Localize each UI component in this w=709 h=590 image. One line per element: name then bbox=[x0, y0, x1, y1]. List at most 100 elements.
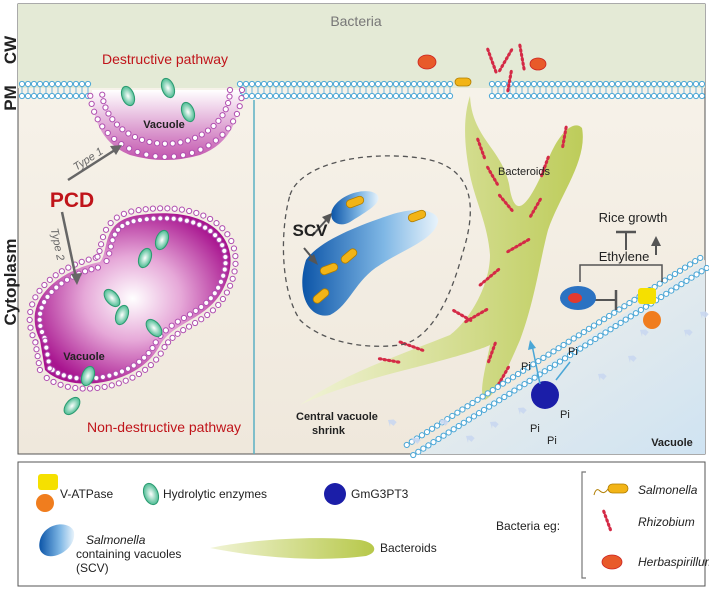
lipid-head bbox=[215, 301, 222, 309]
lipid-head bbox=[45, 358, 52, 365]
pi-label-5: Pi bbox=[547, 435, 557, 447]
lipid-head bbox=[157, 205, 164, 212]
lipid-head bbox=[58, 268, 65, 275]
lipid-head bbox=[157, 350, 164, 357]
lipid-head bbox=[484, 390, 491, 397]
legend-hydrolytic: Hydrolytic enzymes bbox=[142, 482, 267, 506]
shrink-arrow-icon bbox=[700, 311, 709, 319]
lipid-head bbox=[42, 337, 49, 344]
pcd-label: PCD bbox=[50, 189, 94, 212]
vacuole-right-label: Vacuole bbox=[651, 437, 693, 449]
rhizobium-cell bbox=[563, 130, 567, 135]
lipid-head bbox=[24, 80, 32, 88]
gmg3pt3-icon bbox=[324, 483, 346, 505]
lipid-head bbox=[512, 80, 520, 88]
rhizobium-cell bbox=[507, 83, 511, 88]
pi-label-3: Pi bbox=[560, 409, 570, 421]
lipid-head bbox=[135, 370, 143, 378]
rhizobium-cell bbox=[562, 138, 566, 144]
lipid-head bbox=[356, 80, 364, 88]
rhizobium-cell bbox=[472, 314, 477, 319]
rhizobium-cell bbox=[486, 47, 490, 53]
legend-gmg3pt3-label: GmG3PT3 bbox=[351, 487, 409, 501]
lipid-head bbox=[627, 313, 634, 320]
lipid-head bbox=[595, 319, 603, 326]
legend-box bbox=[17, 461, 706, 587]
herbaspirillum-icon bbox=[601, 554, 623, 570]
lipid-head bbox=[223, 289, 231, 296]
bacteroids-thread bbox=[300, 96, 583, 405]
lipid-head bbox=[232, 253, 239, 260]
lipid-head bbox=[611, 309, 618, 316]
rhizobium-cell bbox=[495, 181, 499, 186]
lipid-head bbox=[326, 80, 334, 88]
lipid-head bbox=[149, 344, 156, 352]
lipid-head bbox=[698, 268, 705, 275]
rhizobium-cell bbox=[509, 207, 514, 212]
lipid-head bbox=[601, 316, 608, 323]
lipid-head bbox=[449, 412, 456, 420]
rhizobium-cell bbox=[500, 197, 505, 202]
lipid-head bbox=[72, 384, 79, 392]
lipid-head bbox=[380, 80, 388, 88]
lipid-head bbox=[521, 381, 528, 388]
legend-v-atpase-label: V-ATPase bbox=[60, 487, 113, 501]
lipid-head bbox=[197, 146, 204, 153]
lipid-head bbox=[416, 92, 424, 100]
lipid-head bbox=[434, 80, 442, 88]
lipid-head bbox=[614, 80, 622, 88]
lipid-head bbox=[430, 439, 437, 446]
lipid-head bbox=[326, 92, 334, 100]
lipid-head bbox=[219, 295, 227, 303]
central-vacuole-label: Central vacuole bbox=[296, 411, 378, 423]
rhizobium-cell bbox=[398, 340, 404, 345]
lipid-head bbox=[475, 410, 483, 417]
lipid-head bbox=[656, 92, 664, 100]
lipid-head bbox=[94, 264, 102, 271]
herbaspirillum-icon bbox=[529, 57, 547, 71]
lipid-head bbox=[130, 362, 137, 369]
lipid-head bbox=[42, 92, 50, 100]
scv-label: SCV bbox=[293, 221, 329, 240]
lipid-head bbox=[566, 80, 574, 88]
rhizobium-cell bbox=[493, 68, 498, 74]
lipid-head bbox=[161, 140, 168, 147]
rhizobium-cell bbox=[391, 359, 396, 363]
lipid-head bbox=[53, 284, 60, 291]
lipid-head bbox=[225, 125, 232, 132]
rhizobium-cell bbox=[507, 52, 511, 57]
lipid-head bbox=[302, 80, 310, 88]
lipid-head bbox=[681, 264, 689, 271]
salmonella-icon bbox=[407, 209, 427, 223]
rhizobium-cell bbox=[506, 204, 511, 209]
rhizobium-cell bbox=[490, 350, 494, 355]
lipid-head bbox=[103, 257, 110, 265]
lipid-head bbox=[565, 338, 572, 345]
lipid-head bbox=[143, 216, 150, 223]
lipid-head bbox=[540, 354, 547, 361]
pcd-arrows bbox=[60, 145, 122, 285]
lipid-head bbox=[191, 134, 199, 142]
lipid-head bbox=[428, 92, 436, 100]
lipid-head bbox=[674, 80, 682, 88]
rhizobium-cell bbox=[603, 513, 608, 519]
lipid-head bbox=[578, 80, 586, 88]
arrow-head-icon bbox=[651, 236, 661, 246]
rhizobium-cell bbox=[467, 318, 473, 322]
lipid-head bbox=[228, 237, 235, 245]
rhizobium-cell bbox=[517, 242, 523, 247]
lipid-head bbox=[219, 112, 226, 119]
lipid-head bbox=[18, 92, 26, 100]
lipid-head bbox=[29, 332, 36, 339]
lipid-head bbox=[356, 92, 364, 100]
lipid-head bbox=[662, 92, 670, 100]
rhizobium-cell bbox=[521, 61, 525, 67]
rhizobium-cell bbox=[487, 51, 492, 57]
lipid-head bbox=[398, 92, 406, 100]
lipid-head bbox=[440, 80, 448, 88]
legend-gmg3pt3: GmG3PT3 bbox=[324, 483, 409, 505]
rhizobium-cell bbox=[529, 213, 533, 218]
lipid-head bbox=[446, 80, 454, 88]
scv-arrows bbox=[303, 213, 332, 265]
rhizobium-cell bbox=[492, 64, 496, 70]
